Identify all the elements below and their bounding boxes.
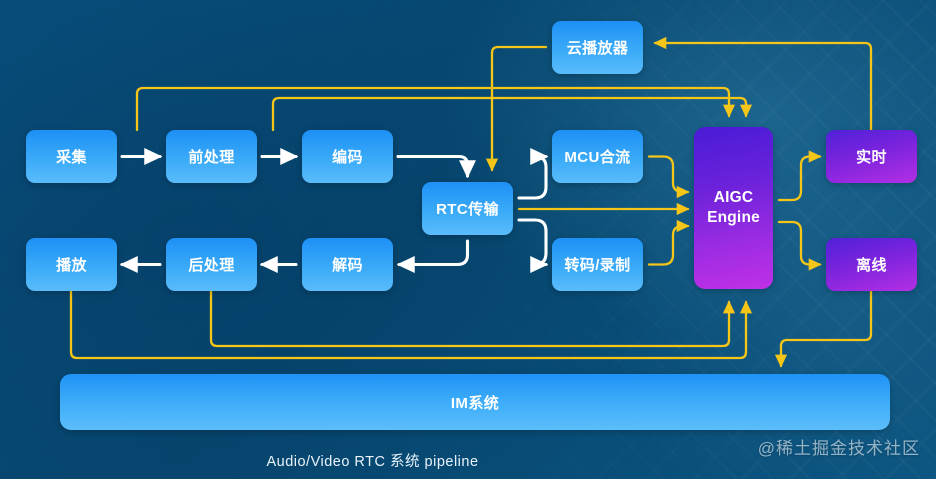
node-aigc-engine-line2: Engine	[707, 209, 760, 226]
edge-aigc-offline	[777, 220, 822, 271]
watermark: @稀土掘金技术社区	[757, 439, 920, 458]
node-mcu-mix[interactable]: MCU合流	[552, 130, 643, 183]
node-capture[interactable]: 采集	[26, 130, 117, 183]
node-offline-label: 离线	[856, 257, 887, 274]
node-capture-label: 采集	[56, 149, 87, 166]
node-postprocess[interactable]: 后处理	[166, 238, 257, 291]
node-im-system-label: IM系统	[450, 394, 500, 412]
edge-postprocess-aigc	[209, 289, 736, 348]
edge-preprocess-aigc	[135, 86, 736, 132]
edge-encode-rtc	[396, 154, 476, 179]
edge-rtc-transcode	[517, 218, 549, 273]
edge-play-aigc	[69, 289, 753, 360]
node-transcode-record[interactable]: 转码/录制	[552, 238, 643, 291]
edge-aigc-realtime	[777, 150, 822, 202]
diagram-caption: Audio/Video RTC 系统 pipeline	[266, 454, 479, 470]
node-playback-label: 播放	[56, 257, 87, 274]
node-encode-label: 编码	[332, 149, 363, 166]
node-realtime-label: 实时	[856, 149, 887, 166]
edge-encode-aigc	[271, 96, 753, 132]
node-aigc-engine[interactable]: AIGC Engine	[694, 127, 773, 289]
edge-offline-im	[774, 289, 873, 368]
node-aigc-engine-line1: AIGC	[713, 188, 754, 206]
node-cloud-player-label: 云播放器	[566, 40, 629, 57]
edge-cloudplayer-rtc	[485, 45, 548, 172]
node-encode[interactable]: 编码	[302, 130, 393, 183]
edge-mcu-aigc	[647, 155, 690, 199]
node-offline[interactable]: 离线	[826, 238, 917, 291]
node-mcu-mix-label: MCU合流	[564, 149, 631, 166]
node-decode-label: 解码	[332, 257, 363, 274]
edge-rtc-decode	[396, 239, 470, 273]
node-transcode-record-label: 转码/录制	[564, 257, 631, 274]
node-playback[interactable]: 播放	[26, 238, 117, 291]
node-rtc-transport[interactable]: RTC传输	[422, 182, 513, 235]
node-im-system[interactable]: IM系统	[60, 374, 890, 430]
node-decode[interactable]: 解码	[302, 238, 393, 291]
edge-transcode-aigc	[647, 219, 690, 266]
edge-rtc-mcu	[517, 148, 549, 200]
node-preprocess[interactable]: 前处理	[166, 130, 257, 183]
node-postprocess-label: 后处理	[188, 257, 235, 274]
node-realtime[interactable]: 实时	[826, 130, 917, 183]
node-rtc-transport-label: RTC传输	[436, 201, 499, 218]
edge-realtime-cloudplayer	[653, 36, 873, 132]
node-preprocess-label: 前处理	[188, 149, 235, 166]
node-cloud-player[interactable]: 云播放器	[552, 21, 643, 74]
